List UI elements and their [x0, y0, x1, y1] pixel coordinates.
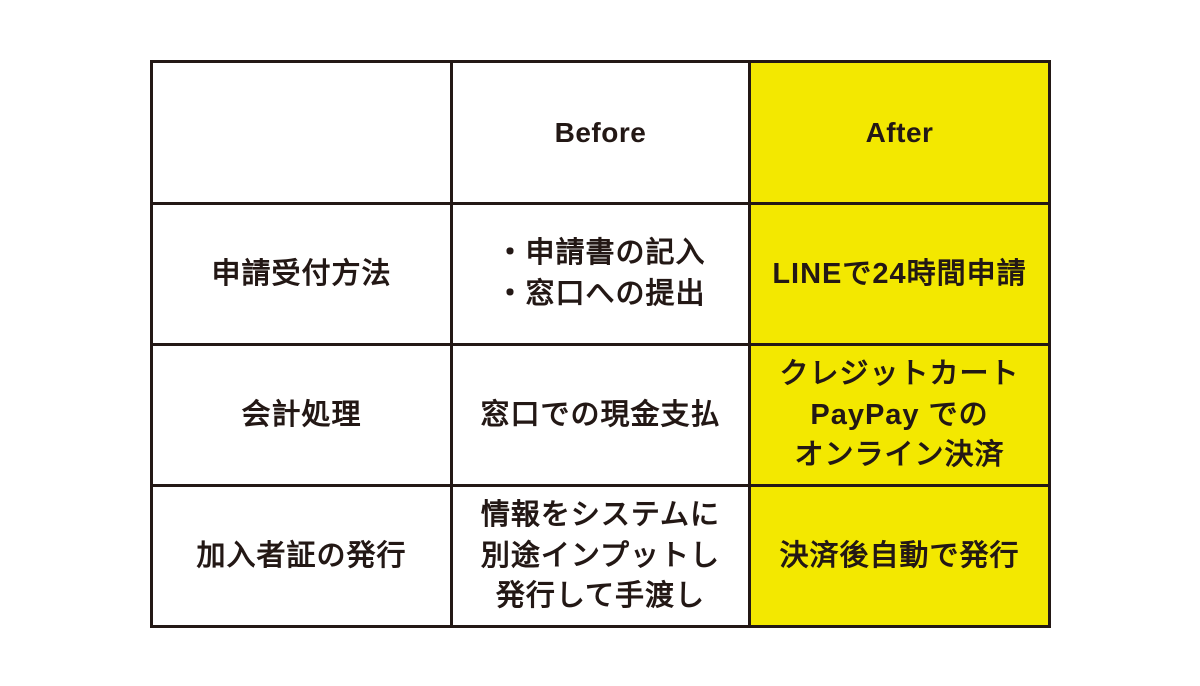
- header-cell-after: After: [748, 60, 1051, 205]
- table-row: 申請受付方法 ・申請書の記入 ・窓口への提出 LINEで24時間申請: [150, 202, 1051, 346]
- before-after-comparison-table: Before After 申請受付方法 ・申請書の記入 ・窓口への提出 LINE…: [150, 60, 1051, 628]
- before-cell-application-method: ・申請書の記入 ・窓口への提出: [450, 202, 751, 346]
- header-cell-before: Before: [450, 60, 751, 205]
- table-row: 会計処理 窓口での現金支払 クレジットカート PayPay での オンライン決済: [150, 343, 1051, 487]
- header-cell-empty: [150, 60, 453, 205]
- header-row: Before After: [150, 60, 1051, 205]
- before-cell-member-card-issue: 情報をシステムに 別途インプットし 発行して手渡し: [450, 484, 751, 628]
- after-cell-application-method: LINEで24時間申請: [748, 202, 1051, 346]
- comparison-table: Before After 申請受付方法 ・申請書の記入 ・窓口への提出 LINE…: [150, 60, 1051, 628]
- row-label-application-method: 申請受付方法: [150, 202, 453, 346]
- row-label-accounting: 会計処理: [150, 343, 453, 487]
- before-cell-accounting: 窓口での現金支払: [450, 343, 751, 487]
- row-label-member-card-issue: 加入者証の発行: [150, 484, 453, 628]
- after-cell-accounting: クレジットカート PayPay での オンライン決済: [748, 343, 1051, 487]
- table-row: 加入者証の発行 情報をシステムに 別途インプットし 発行して手渡し 決済後自動で…: [150, 484, 1051, 628]
- after-cell-member-card-issue: 決済後自動で発行: [748, 484, 1051, 628]
